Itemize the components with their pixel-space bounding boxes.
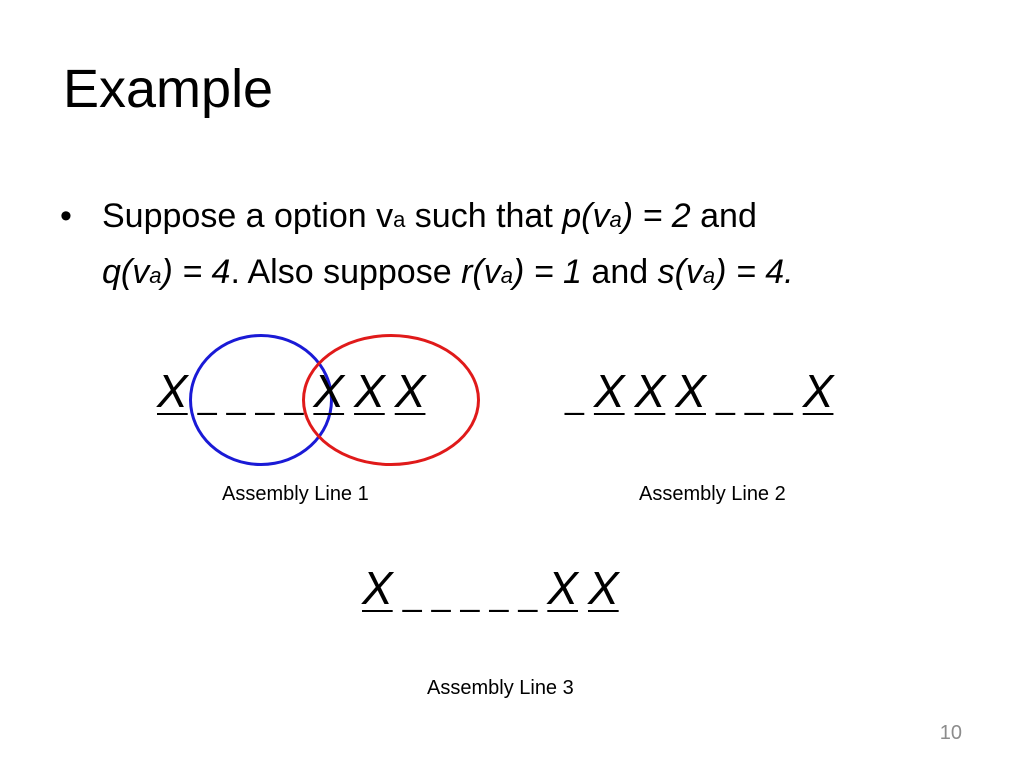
slot-blank: _: [565, 378, 584, 416]
slot-x: X: [394, 365, 426, 417]
slot-x: X: [634, 365, 666, 417]
bullet-marker: •: [60, 197, 72, 235]
slot-x: X: [362, 562, 393, 614]
assembly-line-1-caption: Assembly Line 1: [222, 483, 369, 505]
bullet-item: • Suppose a option va such that p(va) = …: [60, 190, 980, 302]
red-circle: [302, 334, 480, 466]
slot-blank: _: [226, 378, 246, 416]
text-segment: and: [690, 197, 757, 235]
slot-x: X: [802, 365, 834, 417]
assembly-line-3-caption: Assembly Line 3: [427, 677, 574, 699]
slot-blank: _: [197, 378, 217, 416]
subscript: a: [393, 207, 406, 232]
slot-blank: _: [402, 575, 422, 613]
math-expr: ) = 4: [161, 253, 231, 291]
slot-x: X: [587, 562, 619, 614]
slot-blank: _: [715, 378, 735, 416]
text-segment: . Also suppose: [230, 253, 462, 291]
text-segment: Suppose a option v: [102, 197, 394, 235]
slot-x: X: [547, 562, 578, 614]
page-number: 10: [939, 722, 962, 744]
math-expr: q(v: [102, 253, 150, 291]
subscript: a: [702, 263, 716, 288]
slot-blank: _: [489, 575, 509, 613]
math-expr: p(v: [562, 197, 610, 235]
subscript: a: [149, 263, 162, 288]
assembly-line-2-caption: Assembly Line 2: [639, 483, 786, 505]
slot-x: X: [313, 365, 345, 417]
bullet-text: Suppose a option va such that p(va) = 2 …: [102, 190, 980, 302]
text-segment: and: [581, 253, 658, 291]
math-expr: ) = 1: [512, 253, 582, 291]
slot-blank: _: [460, 575, 480, 613]
math-expr: r(v: [461, 253, 501, 291]
slot-x: X: [354, 365, 385, 417]
slide-title: Example: [63, 59, 274, 119]
math-expr: ) = 2: [621, 197, 691, 235]
subscript: a: [500, 263, 513, 288]
slot-blank: _: [518, 575, 538, 613]
slot-x: X: [593, 365, 625, 417]
text-segment: such that: [405, 197, 563, 235]
slot-blank: _: [773, 378, 793, 416]
slot-blank: _: [255, 378, 275, 416]
slot-x: X: [157, 365, 188, 417]
subscript: a: [609, 207, 622, 232]
math-expr: s(v: [657, 253, 703, 291]
slot-x: X: [675, 365, 706, 417]
slot-blank: _: [744, 378, 764, 416]
math-expr: ) = 4.: [715, 253, 794, 291]
slot-blank: _: [284, 378, 304, 416]
slot-blank: _: [431, 575, 451, 613]
